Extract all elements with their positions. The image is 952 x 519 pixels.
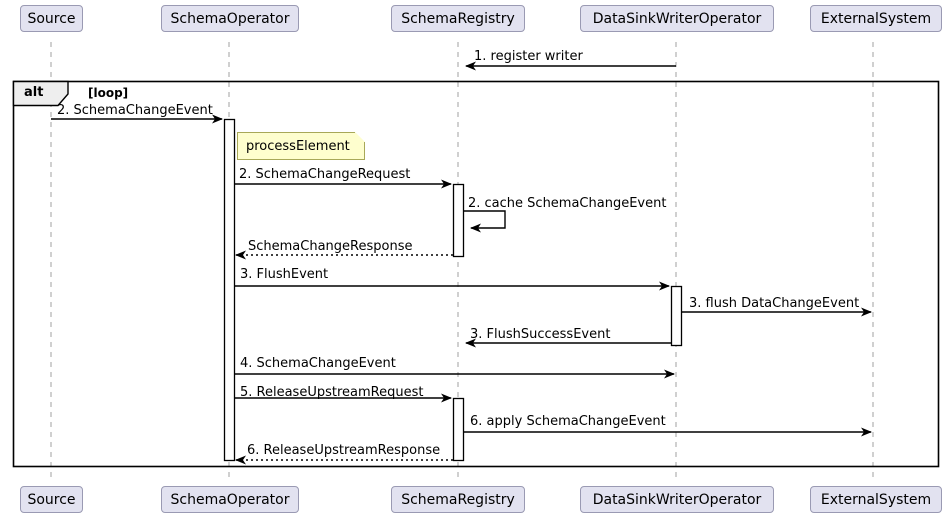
participant-label: SchemaRegistry xyxy=(401,10,515,27)
message-label-cache-schema-change-event: 2. cache SchemaChangeEvent xyxy=(468,196,667,211)
participant-label: SchemaOperator xyxy=(170,491,290,508)
activation-data-sink-writer xyxy=(670,285,683,347)
note-text: processElement xyxy=(246,138,350,154)
note-process-element: processElement xyxy=(237,132,365,160)
message-label-register-writer: 1. register writer xyxy=(474,49,583,64)
participant-bottom-external-system[interactable]: ExternalSystem xyxy=(810,486,942,513)
message-arrow-cache-schema-change-event xyxy=(463,210,506,233)
participant-label: SchemaRegistry xyxy=(401,491,515,508)
participant-top-source[interactable]: Source xyxy=(20,5,83,32)
message-label-schema-change-request: 2. SchemaChangeRequest xyxy=(239,167,411,182)
participant-top-external-system[interactable]: ExternalSystem xyxy=(810,5,942,32)
participant-label: DataSinkWriterOperator xyxy=(592,10,762,27)
message-label-release-upstream-response: 6. ReleaseUpstreamResponse xyxy=(247,443,441,458)
participant-label: SchemaOperator xyxy=(170,10,290,27)
participant-label: ExternalSystem xyxy=(820,491,932,508)
participant-top-schema-registry[interactable]: SchemaRegistry xyxy=(391,5,525,32)
activation-schema-registry-1 xyxy=(452,183,465,258)
alt-frame-condition-label: [loop] xyxy=(88,86,129,100)
participant-bottom-schema-registry[interactable]: SchemaRegistry xyxy=(391,486,525,513)
message-label-flush-data-change-event: 3. flush DataChangeEvent xyxy=(689,296,860,311)
participant-bottom-source[interactable]: Source xyxy=(20,486,83,513)
message-label-schema-change-response: SchemaChangeResponse xyxy=(248,239,413,254)
participant-top-schema-operator[interactable]: SchemaOperator xyxy=(161,5,299,32)
lifelines xyxy=(50,42,874,481)
alt-frame xyxy=(12,80,940,468)
message-label-schema-change-event-2: 4. SchemaChangeEvent xyxy=(240,356,396,371)
message-label-schema-change-event-1: 2. SchemaChangeEvent xyxy=(57,103,213,118)
message-label-apply-schema-change-event: 6. apply SchemaChangeEvent xyxy=(470,414,666,429)
participant-label: Source xyxy=(27,10,76,27)
activation-schema-registry-2 xyxy=(452,397,465,462)
participant-label: ExternalSystem xyxy=(820,10,932,27)
participant-top-data-sink-writer-operator[interactable]: DataSinkWriterOperator xyxy=(580,5,774,32)
message-label-flush-success-event: 3. FlushSuccessEvent xyxy=(470,327,611,342)
activation-bars xyxy=(223,118,683,462)
participant-label: Source xyxy=(27,491,76,508)
alt-frame-tab-label: alt xyxy=(24,85,44,100)
message-label-flush-event: 3. FlushEvent xyxy=(240,267,329,282)
participant-bottom-data-sink-writer-operator[interactable]: DataSinkWriterOperator xyxy=(580,486,774,513)
message-label-release-upstream-request: 5. ReleaseUpstreamRequest xyxy=(240,385,424,400)
activation-schema-operator xyxy=(223,118,236,462)
participant-bottom-schema-operator[interactable]: SchemaOperator xyxy=(161,486,299,513)
participant-label: DataSinkWriterOperator xyxy=(592,491,762,508)
